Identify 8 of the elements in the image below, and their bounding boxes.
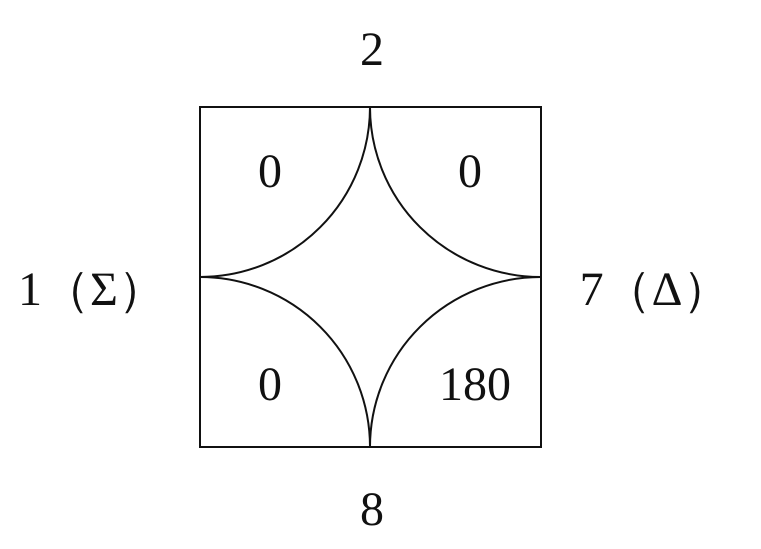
phase-value: 0: [458, 148, 482, 196]
port-number: 2: [360, 26, 384, 74]
port-label: 7（Δ）: [580, 266, 730, 314]
phase-value: 0: [258, 148, 282, 196]
phase-value: 180: [439, 361, 511, 409]
phase-value: 0: [258, 361, 282, 409]
port-label: 1（Σ）: [18, 266, 166, 314]
port-number: 8: [360, 486, 384, 534]
